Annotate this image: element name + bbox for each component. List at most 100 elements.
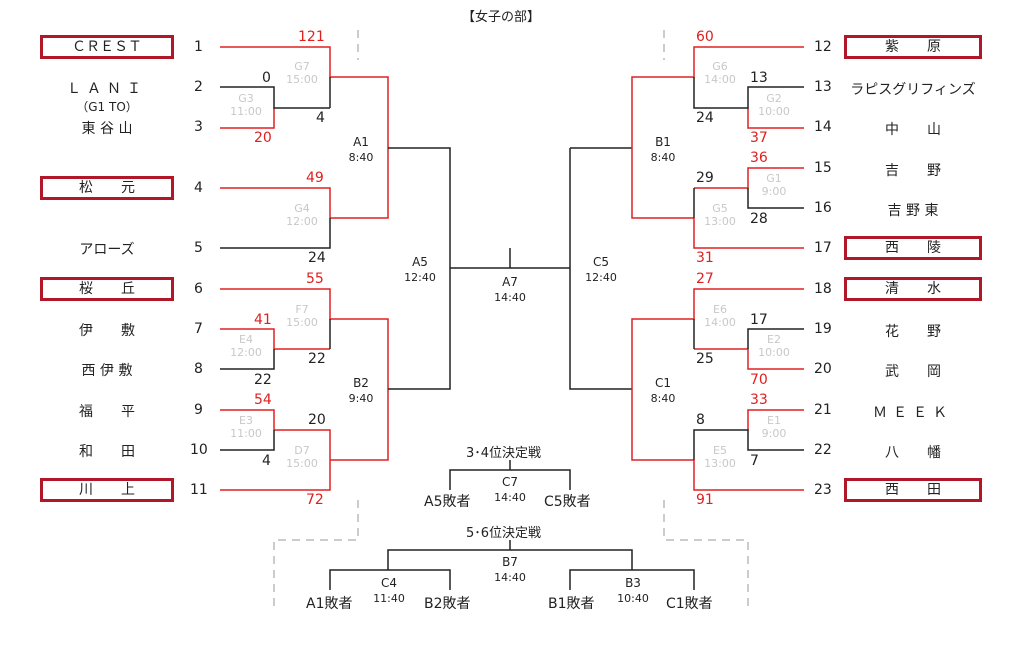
game-B3-label: B3	[625, 576, 641, 590]
fifth-place-c1-loser: C1敗者	[666, 596, 713, 612]
seed-12: 12	[814, 39, 832, 55]
score-3: 20	[254, 130, 272, 146]
game-E5-label: E5	[713, 444, 727, 457]
score-14: 37	[750, 130, 768, 146]
score-8: 22	[254, 372, 272, 388]
game-C1-label: C1	[654, 376, 671, 390]
seed-21: 21	[814, 402, 832, 418]
seed-13: 13	[814, 79, 832, 95]
score-10: 4	[262, 453, 271, 469]
seed-14: 14	[814, 119, 832, 135]
game-C1-time: 8:40	[650, 392, 676, 405]
score-9: 54	[254, 392, 272, 408]
game-E6-time: 14:00	[704, 316, 736, 329]
game-G4-time: 12:00	[286, 215, 318, 228]
team-name-5: アローズ	[79, 242, 135, 258]
seed-9: 9	[194, 402, 203, 418]
score-15: 36	[750, 150, 768, 166]
team-name-8: 西 伊 敷	[81, 363, 133, 379]
score-13b: 24	[696, 110, 714, 126]
team-name-16: 吉 野 東	[887, 203, 939, 219]
game-F7-label: F7	[295, 303, 309, 316]
game-B7-time: 14:40	[494, 571, 526, 584]
fifth-place-b1-loser: B1敗者	[548, 596, 595, 612]
seed-23: 23	[814, 482, 832, 498]
score-7: 41	[254, 312, 272, 328]
seed-3: 3	[194, 119, 203, 135]
game-B7-label: B7	[502, 555, 518, 569]
seed-10: 10	[190, 442, 208, 458]
score-16: 28	[750, 211, 768, 227]
score-19: 17	[750, 312, 768, 328]
seed-5: 5	[194, 240, 203, 256]
game-C4-time: 11:40	[373, 592, 405, 605]
score-1: 121	[298, 29, 325, 45]
score-22b: 8	[696, 412, 705, 428]
game-G2-label: G2	[766, 92, 782, 105]
team-name-21: ＭＥＥＫ	[873, 405, 953, 421]
game-B2-label: B2	[353, 376, 369, 390]
seed-2: 2	[194, 79, 203, 95]
score-2: 0	[262, 70, 271, 86]
fifth-place-title: 5･6位決定戦	[466, 526, 542, 541]
game-A7-label: A7	[502, 275, 518, 289]
game-A1-label: A1	[353, 135, 369, 149]
team-name-20: 武 岡	[885, 364, 941, 380]
game-G1-time: 9:00	[761, 185, 787, 198]
seed-4: 4	[194, 180, 203, 196]
score-12: 60	[696, 29, 714, 45]
third-place-title: 3･4位決定戦	[466, 446, 542, 461]
game-A7-time: 14:40	[494, 291, 526, 304]
seed-11: 11	[190, 482, 208, 498]
team-sub-2: （G1 TO）	[76, 100, 138, 114]
team-name-2: ＬＡＮＩ	[67, 81, 147, 97]
team-name-1: ＣＲＥＳＴ	[40, 35, 174, 59]
team-name-3: 東 谷 山	[81, 121, 133, 137]
seed-22: 22	[814, 442, 832, 458]
team-name-7: 伊 敷	[79, 323, 135, 339]
score-3b: 4	[316, 110, 325, 126]
game-B7: B7 14:40	[487, 554, 533, 586]
game-E4-time: 12:00	[230, 346, 262, 359]
game-C1: C1 8:40	[641, 375, 685, 407]
team-name-17: 西 陵	[844, 236, 982, 260]
game-A1-time: 8:40	[348, 151, 374, 164]
game-C5: C5 12:40	[578, 254, 624, 286]
game-E1-time: 9:00	[761, 427, 787, 440]
team-name-12: 紫 原	[844, 35, 982, 59]
seed-19: 19	[814, 321, 832, 337]
game-E3-label: E3	[239, 414, 253, 427]
score-21: 33	[750, 392, 768, 408]
game-A7: A7 14:40	[487, 274, 533, 306]
team-name-18: 清 水	[844, 277, 982, 301]
seed-7: 7	[194, 321, 203, 337]
team-name-15: 吉 野	[885, 163, 941, 179]
score-6: 55	[306, 271, 324, 287]
page-title: 【女子の部】	[462, 10, 541, 25]
game-F7-time: 15:00	[286, 316, 318, 329]
third-place-right: C5敗者	[544, 494, 591, 510]
game-A1: A1 8:40	[339, 134, 383, 166]
seed-8: 8	[194, 361, 203, 377]
game-C5-time: 12:40	[585, 271, 617, 284]
score-17: 31	[696, 250, 714, 266]
game-C5-label: C5	[592, 255, 609, 269]
game-G5-time: 13:00	[704, 215, 736, 228]
fifth-place-b2-loser: B2敗者	[424, 596, 471, 612]
game-G6-time: 14:00	[704, 73, 736, 86]
score-5: 24	[308, 250, 326, 266]
team-name-10: 和 田	[79, 444, 135, 460]
